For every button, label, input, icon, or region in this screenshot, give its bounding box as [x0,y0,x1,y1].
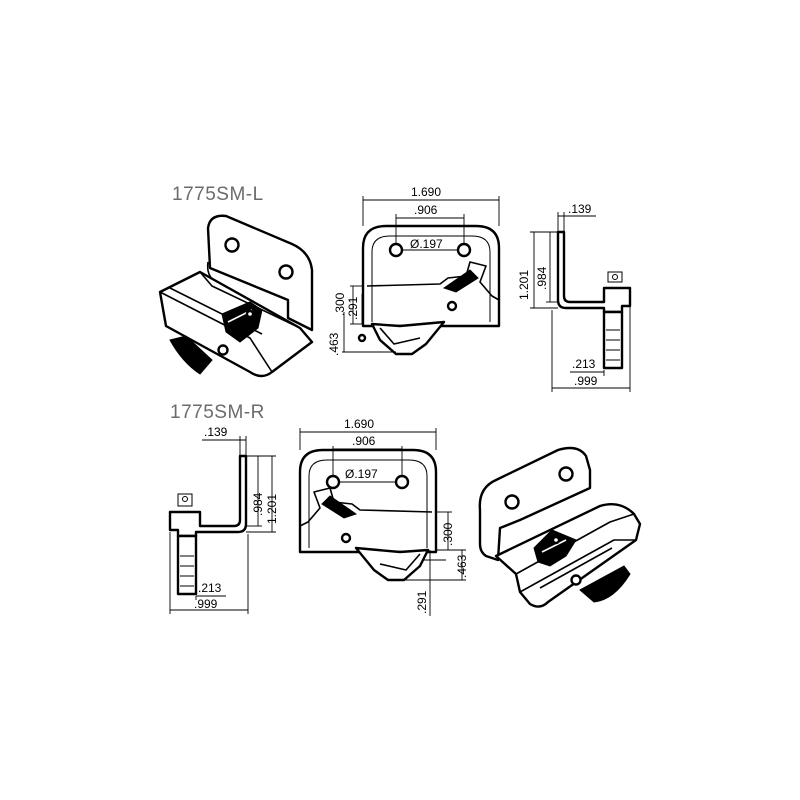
dim-thickness: .139 [568,202,592,216]
front-view-left [357,224,501,356]
side-view-right [168,454,248,596]
model-label-right: 1775SM-R [170,402,265,423]
dim-width: 1.690 [344,417,374,431]
dimensions-front-right: 1.690 .906 Ø.197 .300 .463 .291 [299,417,469,616]
dim-thickness: .139 [204,425,228,439]
dim-h984: .984 [251,492,265,516]
dim-hole-diameter: Ø.197 [410,237,443,251]
dim-h984: .984 [535,266,549,290]
dim-h291: .291 [346,296,360,320]
dim-hole-spacing: .906 [352,434,376,448]
dim-w999: .999 [194,597,218,611]
dim-width: 1.690 [411,185,441,199]
dim-h300: .300 [333,292,347,316]
dim-h300: .300 [441,522,455,546]
dim-w213: .213 [572,357,596,371]
dim-h1201: 1.201 [517,270,531,300]
dim-hole-diameter: Ø.197 [345,467,378,481]
dim-h463: .463 [327,332,341,356]
side-view-left [556,230,632,370]
dim-w213: .213 [198,581,222,595]
dim-hole-spacing: .906 [414,203,438,217]
iso-view-left [158,214,314,378]
dim-w999: .999 [574,374,598,388]
dim-h291: .291 [415,590,429,614]
dimensions-side-left: .139 .984 1.201 .213 .999 [517,202,631,392]
model-label-left: 1775SM-L [172,184,264,205]
iso-view-right [478,446,642,608]
dim-h463: .463 [455,554,469,578]
dimensions-side-right: .139 .984 1.201 .213 .999 [169,425,279,614]
dimensions-front-left: 1.690 .906 Ø.197 .300 .291 .463 [327,185,500,356]
dim-h1201: 1.201 [265,494,279,524]
